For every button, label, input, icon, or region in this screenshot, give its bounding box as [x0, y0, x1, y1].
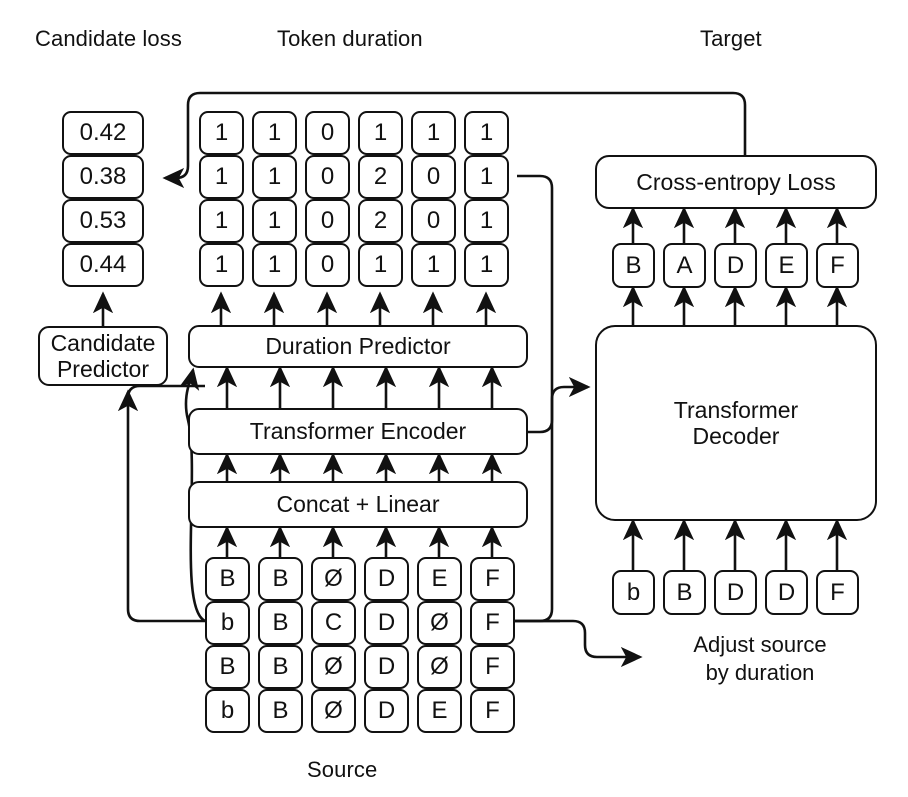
- target-token-cell: B: [612, 243, 655, 288]
- target-token-cell: D: [714, 243, 757, 288]
- decoder-input-cell: b: [612, 570, 655, 615]
- token-duration-cell: 0: [305, 243, 350, 287]
- candidate-loss-cell: 0.38: [62, 155, 144, 199]
- wire-encoder-to-decoder: [528, 376, 591, 434]
- arrows-concat-to-encoder: [216, 452, 503, 481]
- source-cell: Ø: [311, 557, 356, 601]
- token-duration-cell: 0: [411, 155, 456, 199]
- module-candidate-predictor: Candidate Predictor: [38, 326, 168, 386]
- token-duration-cell: 0: [411, 199, 456, 243]
- token-duration-cell: 1: [199, 155, 244, 199]
- arrows-decoder-input-to-decoder: [622, 518, 848, 570]
- source-cell: F: [470, 645, 515, 689]
- token-duration-cell: 2: [358, 155, 403, 199]
- module-duration-predictor: Duration Predictor: [188, 325, 528, 368]
- arrows-duration-to-tokens: [210, 291, 497, 325]
- token-duration-cell: 1: [464, 243, 509, 287]
- arrows-encoder-to-duration: [216, 365, 503, 408]
- token-duration-cell: 1: [252, 199, 297, 243]
- token-duration-cell: 1: [358, 243, 403, 287]
- source-cell: b: [205, 689, 250, 733]
- source-cell: D: [364, 601, 409, 645]
- source-cell: Ø: [417, 645, 462, 689]
- module-concat-linear: Concat + Linear: [188, 481, 528, 528]
- token-duration-cell: 1: [199, 111, 244, 155]
- token-duration-cell: 0: [305, 111, 350, 155]
- token-duration-cell: 1: [252, 111, 297, 155]
- module-cross-entropy-loss: Cross-entropy Loss: [595, 155, 877, 209]
- token-duration-cell: 1: [411, 111, 456, 155]
- arrows-source-to-concat: [216, 525, 503, 557]
- source-cell: C: [311, 601, 356, 645]
- source-cell: B: [205, 645, 250, 689]
- decoder-input-cell: F: [816, 570, 859, 615]
- arrows-decoder-to-target: [622, 285, 848, 325]
- decoder-input-cell: D: [714, 570, 757, 615]
- candidate-loss-cell: 0.53: [62, 199, 144, 243]
- target-token-cell: F: [816, 243, 859, 288]
- arrows-target-to-loss: [622, 206, 848, 243]
- source-cell: B: [258, 601, 303, 645]
- token-duration-cell: 1: [252, 243, 297, 287]
- label-token-duration: Token duration: [277, 26, 423, 51]
- token-duration-cell: 1: [464, 199, 509, 243]
- source-cell: F: [470, 557, 515, 601]
- label-source: Source: [307, 757, 378, 782]
- wire-source-to-adjust-note: [515, 619, 643, 668]
- token-duration-cell: 1: [199, 199, 244, 243]
- module-transformer-decoder: Transformer Decoder: [595, 325, 877, 521]
- module-transformer-encoder: Transformer Encoder: [188, 408, 528, 455]
- decoder-input-cell: B: [663, 570, 706, 615]
- token-duration-cell: 0: [305, 155, 350, 199]
- candidate-loss-cell: 0.44: [62, 243, 144, 287]
- target-token-cell: A: [663, 243, 706, 288]
- source-cell: B: [258, 689, 303, 733]
- annotation-adjust-source: Adjust source by duration: [693, 632, 827, 685]
- token-duration-cell: 1: [358, 111, 403, 155]
- source-cell: E: [417, 557, 462, 601]
- token-duration-cell: 1: [464, 111, 509, 155]
- token-duration-cell: 1: [252, 155, 297, 199]
- source-cell: B: [205, 557, 250, 601]
- source-cell: F: [470, 689, 515, 733]
- source-cell: F: [470, 601, 515, 645]
- source-cell: E: [417, 689, 462, 733]
- label-target: Target: [700, 26, 762, 51]
- source-cell: Ø: [311, 645, 356, 689]
- source-cell: B: [258, 645, 303, 689]
- token-duration-cell: 2: [358, 199, 403, 243]
- token-duration-cell: 1: [464, 155, 509, 199]
- candidate-loss-cell: 0.42: [62, 111, 144, 155]
- source-cell: D: [364, 645, 409, 689]
- token-duration-cell: 1: [199, 243, 244, 287]
- source-cell: D: [364, 689, 409, 733]
- source-cell: b: [205, 601, 250, 645]
- token-duration-cell: 1: [411, 243, 456, 287]
- source-cell: D: [364, 557, 409, 601]
- target-token-cell: E: [765, 243, 808, 288]
- source-cell: Ø: [417, 601, 462, 645]
- token-duration-cell: 0: [305, 199, 350, 243]
- decoder-input-cell: D: [765, 570, 808, 615]
- label-candidate-loss: Candidate loss: [35, 26, 182, 51]
- source-cell: B: [258, 557, 303, 601]
- wire-source-to-decoder-input: [515, 174, 554, 623]
- source-cell: Ø: [311, 689, 356, 733]
